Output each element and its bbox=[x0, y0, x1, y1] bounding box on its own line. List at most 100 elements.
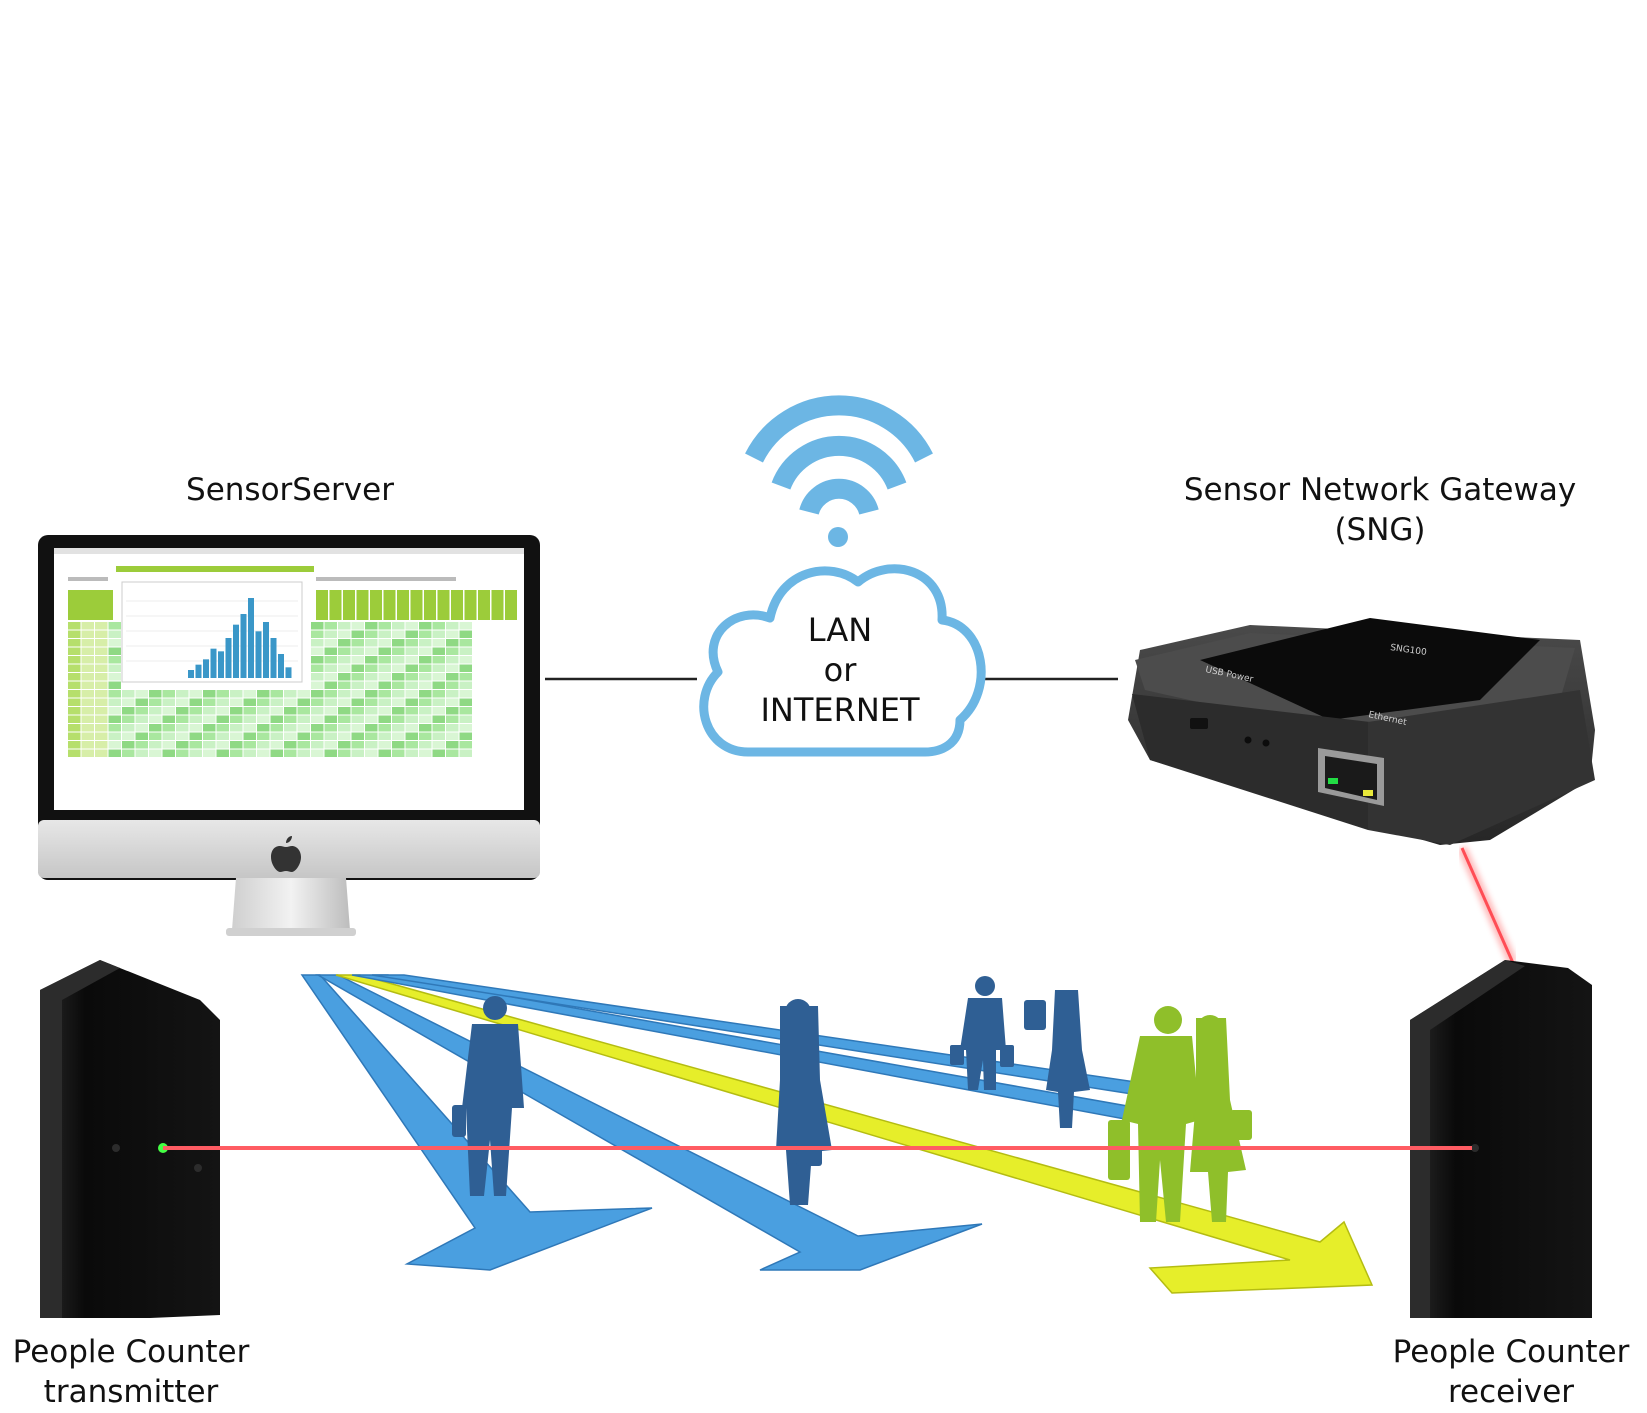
person-icon bbox=[1190, 1015, 1252, 1222]
monitor-stand bbox=[232, 878, 350, 930]
table-cell bbox=[162, 724, 175, 732]
table-cell bbox=[378, 656, 391, 664]
table-cell bbox=[243, 732, 256, 740]
table-header-cell bbox=[478, 590, 490, 620]
table-cell bbox=[459, 749, 472, 757]
chart-bar bbox=[278, 654, 284, 678]
table-header-cell bbox=[343, 590, 355, 620]
table-cell bbox=[419, 749, 432, 757]
table-cell bbox=[243, 715, 256, 723]
table-cell bbox=[324, 630, 337, 638]
table-cell bbox=[446, 749, 459, 757]
table-cell bbox=[68, 707, 81, 715]
table-cell bbox=[405, 630, 418, 638]
table-cell bbox=[203, 732, 216, 740]
table-cell bbox=[324, 724, 337, 732]
table-cell bbox=[81, 639, 94, 647]
cloud-label-line1: LAN bbox=[807, 611, 873, 649]
chart-bar bbox=[188, 670, 194, 678]
table-cell bbox=[108, 698, 121, 706]
table-cell bbox=[162, 698, 175, 706]
table-cell bbox=[446, 647, 459, 655]
table-cell bbox=[176, 749, 189, 757]
person-icon bbox=[1024, 990, 1090, 1128]
transmitter-label-line2: transmitter bbox=[43, 1374, 219, 1411]
table-cell bbox=[432, 656, 445, 664]
table-cell bbox=[270, 715, 283, 723]
table-cell bbox=[243, 749, 256, 757]
table-header-cell bbox=[451, 590, 463, 620]
table-cell bbox=[189, 715, 202, 723]
table-cell bbox=[405, 664, 418, 672]
table-cell bbox=[162, 715, 175, 723]
table-cell bbox=[81, 656, 94, 664]
table-cell bbox=[365, 724, 378, 732]
table-cell bbox=[270, 732, 283, 740]
table-cell bbox=[338, 664, 351, 672]
table-cell bbox=[216, 741, 229, 749]
table-cell bbox=[311, 749, 324, 757]
table-cell bbox=[270, 724, 283, 732]
table-cell bbox=[392, 630, 405, 638]
table-cell bbox=[81, 741, 94, 749]
table-cell bbox=[459, 656, 472, 664]
table-cell bbox=[95, 698, 108, 706]
table-header-cell bbox=[329, 590, 342, 620]
table-cell bbox=[338, 647, 351, 655]
table-cell bbox=[324, 707, 337, 715]
table-cell bbox=[365, 741, 378, 749]
table-cell bbox=[351, 656, 364, 664]
table-cell bbox=[68, 681, 81, 689]
table-cell bbox=[392, 681, 405, 689]
table-cell bbox=[149, 749, 162, 757]
table-cell bbox=[108, 690, 121, 698]
table-cell bbox=[108, 707, 121, 715]
table-cell bbox=[405, 724, 418, 732]
table-cell bbox=[432, 690, 445, 698]
person-icon bbox=[776, 999, 832, 1205]
table-cell bbox=[135, 724, 148, 732]
table-cell bbox=[95, 707, 108, 715]
table-cell bbox=[270, 707, 283, 715]
table-cell bbox=[95, 673, 108, 681]
chart-bar bbox=[210, 648, 217, 678]
table-cell bbox=[338, 749, 351, 757]
table-cell bbox=[257, 724, 270, 732]
table-cell bbox=[216, 732, 229, 740]
person-icon bbox=[950, 976, 1014, 1090]
table-cell bbox=[149, 741, 162, 749]
table-cell bbox=[351, 715, 364, 723]
table-cell bbox=[162, 690, 175, 698]
table-cell bbox=[378, 732, 391, 740]
table-cell bbox=[419, 639, 432, 647]
table-cell bbox=[81, 630, 94, 638]
table-cell bbox=[446, 639, 459, 647]
table-cell bbox=[189, 707, 202, 715]
table-cell bbox=[459, 630, 472, 638]
table-cell bbox=[405, 690, 418, 698]
table-cell bbox=[135, 749, 148, 757]
chart-bar bbox=[195, 664, 202, 678]
table-cell bbox=[311, 639, 324, 647]
table-cell bbox=[365, 732, 378, 740]
table-cell bbox=[392, 673, 405, 681]
table-cell bbox=[176, 690, 189, 698]
table-cell bbox=[108, 715, 121, 723]
table-cell bbox=[432, 715, 445, 723]
table-cell bbox=[284, 715, 297, 723]
table-cell bbox=[108, 741, 121, 749]
table-cell bbox=[378, 715, 391, 723]
table-cell bbox=[122, 724, 135, 732]
table-cell bbox=[324, 741, 337, 749]
table-cell bbox=[311, 741, 324, 749]
table-cell bbox=[284, 698, 297, 706]
table-cell bbox=[311, 630, 324, 638]
table-cell bbox=[365, 749, 378, 757]
table-cell bbox=[122, 715, 135, 723]
table-cell bbox=[176, 715, 189, 723]
table-cell bbox=[95, 741, 108, 749]
table-cell bbox=[189, 690, 202, 698]
led-icon bbox=[1262, 739, 1270, 747]
transmitter-label: People Counter transmitter bbox=[0, 1332, 262, 1413]
table-cell bbox=[297, 715, 310, 723]
